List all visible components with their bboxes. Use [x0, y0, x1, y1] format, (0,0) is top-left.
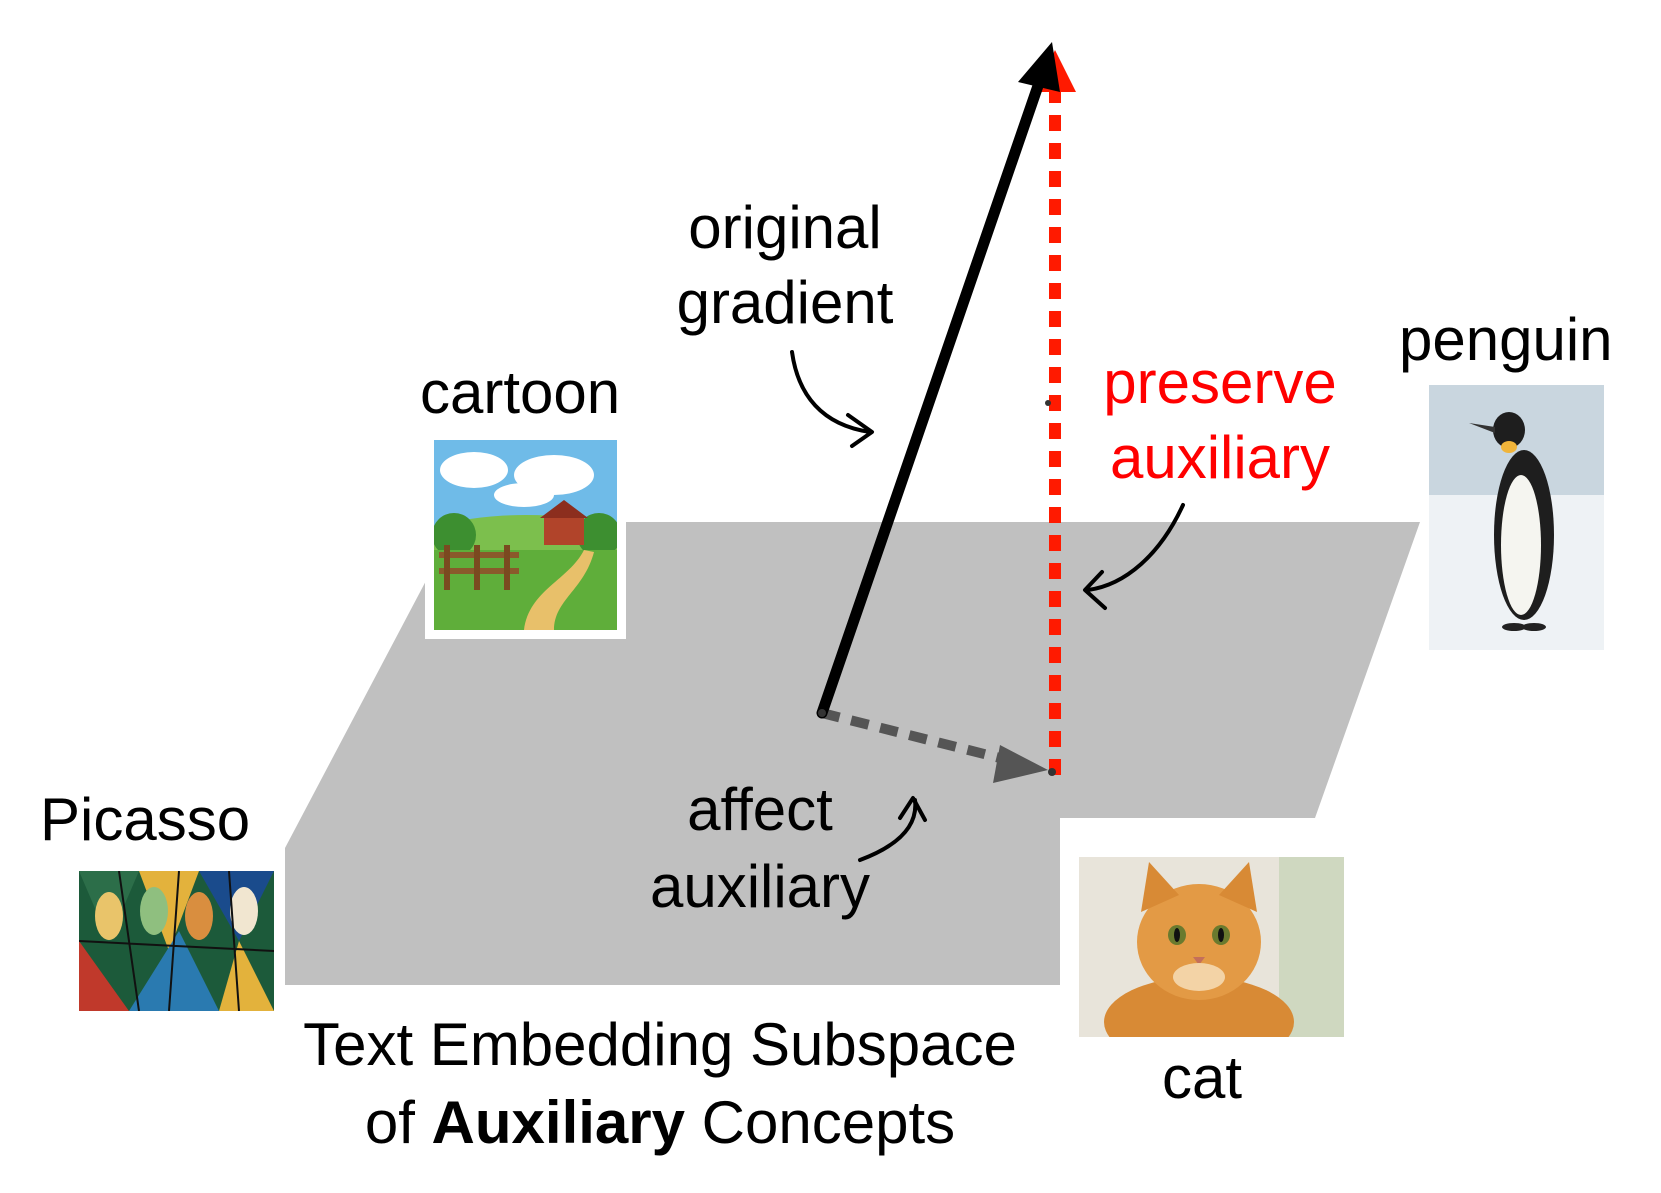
affect-auxiliary-pointer-head — [898, 796, 927, 822]
penguin-label: penguin — [1399, 306, 1613, 373]
original-gradient-pointer — [790, 350, 872, 434]
cat-image — [1070, 848, 1353, 1046]
affect-auxiliary-pointer — [858, 798, 918, 862]
original-gradient-label-line2: gradient — [676, 269, 894, 336]
cartoon-image — [425, 431, 626, 639]
original-gradient-vector — [816, 74, 1046, 719]
penguin-image — [1420, 376, 1613, 659]
endpoint-dot — [1048, 768, 1056, 776]
affect-auxiliary-arrowhead — [993, 745, 1048, 783]
cat-label: cat — [1162, 1044, 1243, 1111]
preserve-auxiliary-label-line1: preserve — [1103, 349, 1337, 416]
picasso-image — [70, 862, 283, 1020]
affect-auxiliary-vector — [820, 708, 1002, 763]
picasso-label: Picasso — [40, 786, 251, 853]
caption-line2: of Auxiliary Concepts — [230, 1093, 1090, 1153]
original-gradient-label-line1: original — [688, 194, 882, 261]
preserve-auxiliary-pointer-head — [1083, 570, 1107, 610]
cartoon-label: cartoon — [420, 359, 621, 426]
caption-line1: Text Embedding Subspace — [303, 1011, 1017, 1078]
caption-line2-pre: of — [364, 1089, 432, 1156]
affect-auxiliary-label-line1: affect — [687, 776, 833, 843]
affect-auxiliary-label-line2: auxiliary — [649, 853, 871, 920]
preserve-auxiliary-label-line2: auxiliary — [1109, 424, 1331, 491]
original-gradient-pointer-head — [846, 413, 874, 448]
original-gradient-arrowhead — [1018, 42, 1060, 92]
preserve-auxiliary-pointer — [1086, 503, 1185, 592]
caption-line2-post: Concepts — [685, 1089, 956, 1156]
origin-dot — [818, 709, 826, 717]
caption-line2-bold: Auxiliary — [431, 1089, 685, 1156]
mid-dot — [1045, 400, 1051, 406]
